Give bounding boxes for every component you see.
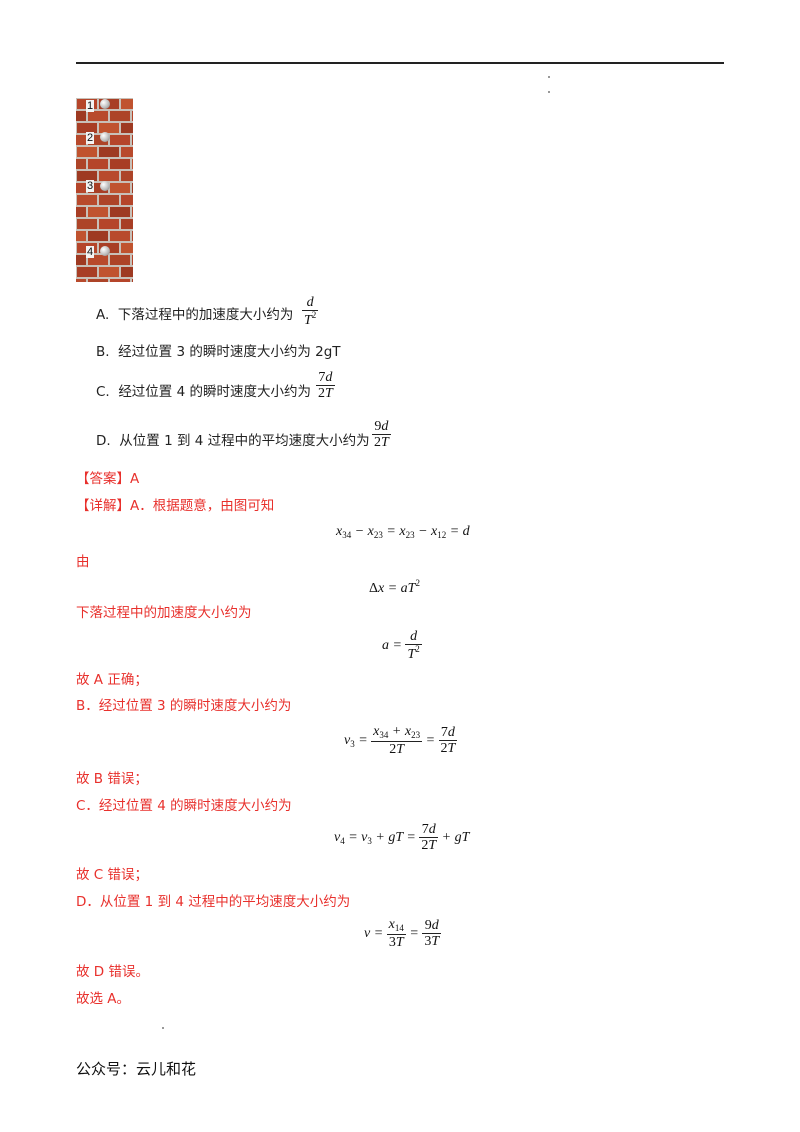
brick — [76, 231, 86, 241]
brick-wall-figure: 1 2 3 4 — [76, 98, 133, 282]
brick — [132, 183, 133, 193]
brick — [99, 267, 119, 277]
brick — [88, 183, 108, 193]
option-a-text: 下落过程中的加速度大小约为 — [117, 307, 294, 323]
brick — [132, 111, 133, 121]
explanation-choose: 故选 A。 — [76, 991, 131, 1007]
brick — [121, 147, 133, 157]
footer-wechat: 公众号：云儿和花 — [76, 1060, 197, 1078]
option-b-text: 经过位置 3 的瞬时速度大小约为 2gT — [118, 344, 341, 360]
brick — [76, 159, 86, 169]
brick — [110, 159, 130, 169]
option-c: C. 经过位置 4 的瞬时速度大小约为 — [96, 383, 311, 401]
ball-position-4 — [100, 246, 110, 256]
explanation-c: C．经过位置 4 的瞬时速度大小约为 — [76, 798, 292, 814]
brick — [76, 207, 86, 217]
explanation-you: 由 — [76, 554, 90, 570]
brick — [76, 135, 86, 145]
brick — [77, 147, 97, 157]
brick — [88, 159, 108, 169]
explanation-b-wrong: 故 B 错误； — [76, 771, 148, 787]
option-d: D. 从位置 1 到 4 过程中的平均速度大小约为 — [96, 432, 370, 450]
answer-line: 【答案】A — [76, 471, 140, 487]
brick — [121, 195, 133, 205]
position-label-3: 3 — [86, 180, 95, 192]
option-c-label: C. — [96, 384, 110, 400]
option-d-text: 从位置 1 到 4 过程中的平均速度大小约为 — [119, 433, 370, 449]
option-b: B. 经过位置 3 的瞬时速度大小约为 2gT — [96, 343, 341, 361]
position-label-1: 1 — [86, 100, 95, 112]
brick — [110, 183, 130, 193]
brick — [76, 183, 86, 193]
option-d-label: D. — [96, 433, 111, 449]
brick — [132, 159, 133, 169]
brick — [121, 171, 133, 181]
speck — [162, 1027, 164, 1029]
brick — [99, 195, 119, 205]
brick — [77, 219, 97, 229]
brick — [77, 267, 97, 277]
explanation-d: D．从位置 1 到 4 过程中的平均速度大小约为 — [76, 894, 351, 910]
explanation-intro: 【详解】A．根据题意，由图可知 — [76, 498, 275, 514]
brick — [77, 195, 97, 205]
explanation-accel: 下落过程中的加速度大小约为 — [76, 605, 252, 621]
brick — [88, 111, 108, 121]
brick — [99, 171, 119, 181]
speck — [548, 91, 550, 93]
brick — [110, 207, 130, 217]
brick — [110, 279, 130, 282]
brick — [110, 231, 130, 241]
explanation-a-correct: 故 A 正确； — [76, 672, 148, 688]
brick — [99, 147, 119, 157]
brick — [88, 231, 108, 241]
explanation-c-wrong: 故 C 错误； — [76, 867, 149, 883]
explanation-b: B．经过位置 3 的瞬时速度大小约为 — [76, 698, 292, 714]
equation-delta-x: Δx = aT2 — [369, 578, 420, 596]
option-a: A. 下落过程中的加速度大小约为 — [96, 306, 293, 324]
brick — [121, 123, 133, 133]
brick — [88, 135, 108, 145]
brick — [132, 135, 133, 145]
explanation-d-wrong: 故 D 错误。 — [76, 964, 149, 980]
position-label-4: 4 — [86, 246, 95, 258]
ball-position-3 — [100, 181, 110, 191]
brick — [77, 123, 97, 133]
brick — [76, 255, 86, 265]
speck — [548, 76, 550, 78]
ball-position-2 — [100, 132, 110, 142]
header-rule — [76, 62, 724, 64]
brick — [110, 255, 130, 265]
option-c-text: 经过位置 4 的瞬时速度大小约为 — [118, 384, 311, 400]
brick — [76, 111, 86, 121]
brick — [88, 255, 108, 265]
brick — [99, 123, 119, 133]
equation-displacement-diff: x34 − x23 = x23 − x12 = d — [336, 524, 470, 540]
brick — [121, 267, 133, 277]
brick — [132, 231, 133, 241]
brick — [110, 111, 130, 121]
brick — [99, 219, 119, 229]
brick — [88, 279, 108, 282]
option-b-label: B. — [96, 344, 110, 360]
brick — [132, 207, 133, 217]
brick — [132, 255, 133, 265]
brick — [76, 279, 86, 282]
brick — [132, 279, 133, 282]
brick — [121, 243, 133, 253]
option-a-label: A. — [96, 307, 110, 323]
brick — [88, 207, 108, 217]
brick — [110, 135, 130, 145]
brick — [121, 219, 133, 229]
brick — [77, 171, 97, 181]
ball-position-1 — [100, 99, 110, 109]
brick — [121, 99, 133, 109]
position-label-2: 2 — [86, 132, 95, 144]
